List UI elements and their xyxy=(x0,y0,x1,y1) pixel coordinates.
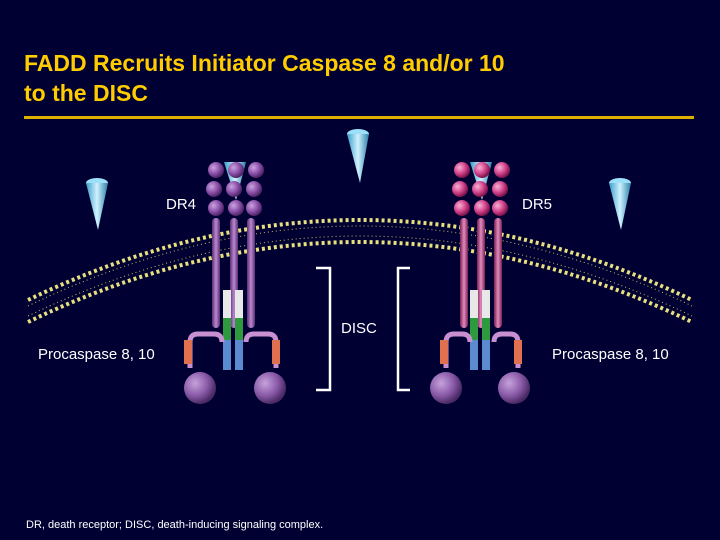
cell-membrane xyxy=(27,218,693,324)
dr5-ligand-cluster xyxy=(452,162,510,216)
dr4-ligand-cluster xyxy=(206,162,264,216)
disc-label: DISC xyxy=(341,320,377,337)
dr4-label: DR4 xyxy=(166,196,197,213)
slide-title: FADD Recruits Initiator Caspase 8 and/or… xyxy=(24,48,684,108)
title-line-1: FADD Recruits Initiator Caspase 8 and/or… xyxy=(24,50,505,76)
disc-bracket-right xyxy=(396,266,410,392)
footnote: DR, death receptor; DISC, death-inducing… xyxy=(26,519,324,531)
title-underline xyxy=(24,116,694,119)
dr5-fadd-arms xyxy=(440,331,522,368)
ligand-drop-left xyxy=(86,178,108,230)
dr4-receptor-stalks xyxy=(212,218,255,328)
dr5-receptor-stalks xyxy=(460,218,502,328)
dr4-death-domains xyxy=(223,290,243,370)
dr4-receptor-complex xyxy=(184,162,286,404)
dr5-label: DR5 xyxy=(522,196,553,213)
ligand-drop-right xyxy=(609,178,631,230)
dr4-fadd-arms xyxy=(184,331,280,368)
dr5-receptor-complex xyxy=(430,162,530,404)
procaspase-left-molecules xyxy=(184,372,286,404)
procaspase-right-molecules xyxy=(430,372,530,404)
procaspase-right-label: Procaspase 8, 10 xyxy=(552,346,669,363)
dr5-death-domains xyxy=(470,290,490,370)
procaspase-left-label: Procaspase 8, 10 xyxy=(38,346,155,363)
disc-bracket-left xyxy=(316,266,332,392)
title-line-2: to the DISC xyxy=(24,80,148,106)
ligand-drop-center xyxy=(347,129,369,183)
